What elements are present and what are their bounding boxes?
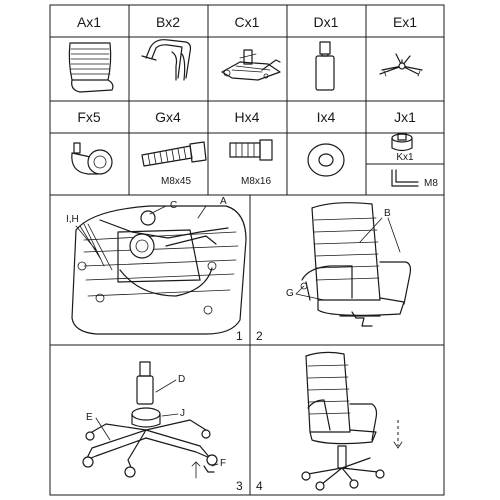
- step-3-number: 3: [236, 479, 243, 493]
- step-1-callout-c: C: [170, 200, 177, 211]
- part-k-label: Kx1: [396, 152, 414, 163]
- hex-key-icon: [391, 169, 419, 187]
- step-4-panel: [301, 351, 403, 491]
- steps-grid: [49, 194, 445, 496]
- long-bolt-icon: [141, 141, 207, 167]
- short-bolt-size: M8x16: [241, 176, 271, 187]
- step-1-number: 1: [236, 329, 243, 343]
- long-bolt-size: M8x45: [161, 176, 191, 187]
- part-j-label: Jx1: [394, 109, 416, 125]
- part-i-label: Ix4: [317, 109, 336, 125]
- tilt-mechanism-icon: [221, 49, 281, 81]
- step-3-callout-d: D: [178, 374, 185, 385]
- part-g-label: Gx4: [155, 109, 181, 125]
- part-f-label: Fx5: [77, 109, 101, 125]
- step-2-number: 2: [256, 329, 263, 343]
- step-4-number: 4: [256, 479, 263, 493]
- step-2-panel: [300, 202, 412, 327]
- step-3-callout-e: E: [86, 412, 93, 423]
- armrest-icon: [141, 39, 192, 81]
- part-d-label: Dx1: [314, 14, 339, 30]
- washer-icon: [307, 143, 345, 177]
- gas-lift-icon: [315, 41, 335, 91]
- step-2-callout-g: G: [286, 288, 294, 299]
- step-2-callout-b: B: [384, 208, 391, 219]
- step-1-callout-ih: I,H: [66, 214, 79, 225]
- part-b-label: Bx2: [156, 14, 180, 30]
- part-e-label: Ex1: [393, 14, 417, 30]
- step-3-callout-f: F: [220, 458, 226, 469]
- step-3-callout-j: J: [180, 408, 185, 419]
- step-3-panel: [82, 361, 218, 479]
- part-c-label: Cx1: [235, 14, 260, 30]
- hex-key-size: M8: [424, 178, 438, 189]
- star-base-icon: [379, 53, 423, 77]
- seat-back-icon: [68, 42, 114, 93]
- part-a-label: Ax1: [77, 14, 101, 30]
- caster-icon: [71, 142, 113, 175]
- short-bolt-icon: [229, 139, 273, 161]
- step-1-callout-a: A: [220, 196, 227, 207]
- part-h-label: Hx4: [235, 109, 260, 125]
- cover-cap-icon: [391, 133, 413, 152]
- step-1-panel: [71, 205, 247, 335]
